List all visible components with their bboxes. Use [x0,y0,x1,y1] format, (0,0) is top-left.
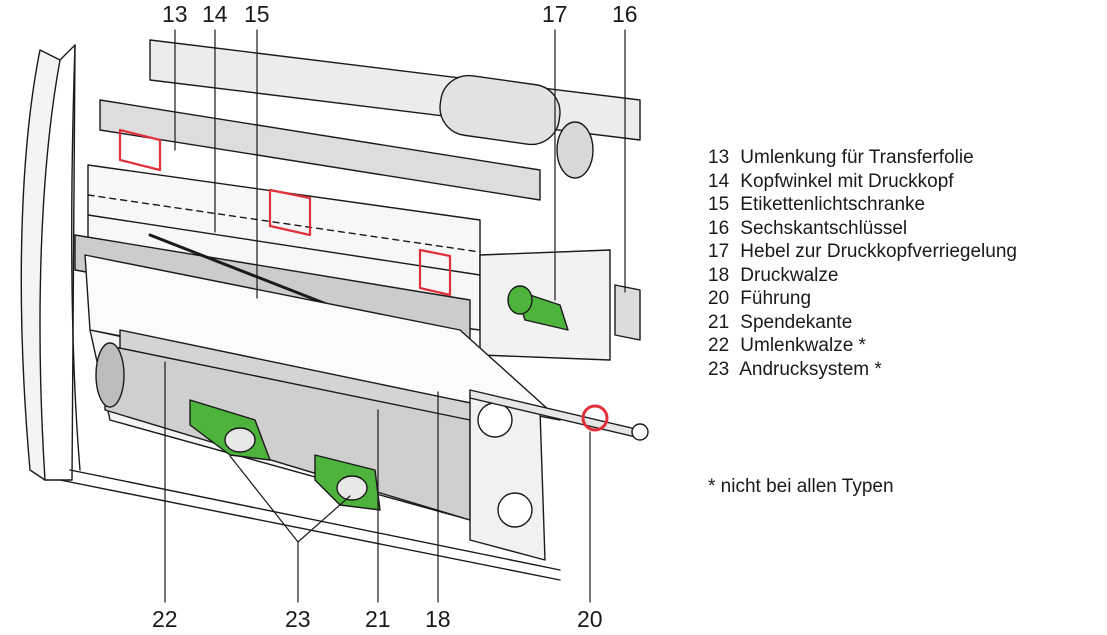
guide-red-ring [581,404,609,432]
legend-item: 15 Etikettenlichtschranke [708,193,1017,217]
legend-text: Umlenkung für Transferfolie [740,147,974,168]
callout-18: 18 [425,606,451,632]
legend-text: Umlenkwalze * [740,335,866,356]
legend-number: 15 [708,194,730,215]
legend-text: Andrucksystem * [739,358,882,380]
transfer-foil-deflection [99,99,541,201]
callout-14: 14 [202,1,228,27]
legend-text: Kopfwinkel mit Druckkopf [740,170,954,192]
callout-13: 13 [162,1,188,27]
legend-number: 23 [708,358,730,380]
legend-item: 16 Sechskantschlüssel [708,217,1017,241]
legend-item: 20 Führung [708,287,1017,311]
hex-key [614,284,641,341]
legend-item: 13 Umlenkung für Transferfolie [708,146,1017,170]
legend-item: 23 Andrucksystem * [708,358,1017,382]
legend-number: 22 [708,335,730,356]
legend-text: Etikettenlichtschranke [740,194,926,215]
legend-text: Druckwalze [740,264,839,286]
legend-number: 13 [708,147,730,168]
legend-text: Hebel zur Druckkopfverriegelung [740,241,1017,262]
parts-legend: 13 Umlenkung für Transferfolie 14 Kopfwi… [708,146,1017,381]
callout-22: 22 [152,606,178,632]
footnote: * nicht bei allen Typen [708,476,894,497]
callout-17: 17 [542,1,568,27]
legend-number: 17 [708,241,730,262]
callout-23: 23 [285,606,311,632]
legend-item: 14 Kopfwinkel mit Druckkopf [708,170,1017,194]
dispensing-edge [84,254,561,421]
legend-item: 22 Umlenkwalze * [708,334,1017,358]
callout-20: 20 [577,606,603,632]
legend-number: 14 [708,170,730,192]
callout-21: 21 [365,606,391,632]
red-bracket [118,128,162,172]
legend-text: Sechskantschlüssel [740,217,908,239]
legend-item: 21 Spendekante [708,311,1017,335]
legend-item: 17 Hebel zur Druckkopfverriegelung [708,240,1017,264]
housing-wall [20,49,61,481]
legend-number: 18 [708,264,730,286]
legend-text: Spendekante [740,311,853,333]
legend-number: 16 [708,217,730,239]
legend-number: 21 [708,311,730,333]
legend-item: 18 Druckwalze [708,264,1017,288]
callout-16: 16 [612,1,638,27]
legend-number: 20 [708,288,730,309]
legend-text: Führung [740,288,812,309]
callout-15: 15 [244,1,270,27]
leader-lines [164,29,626,603]
